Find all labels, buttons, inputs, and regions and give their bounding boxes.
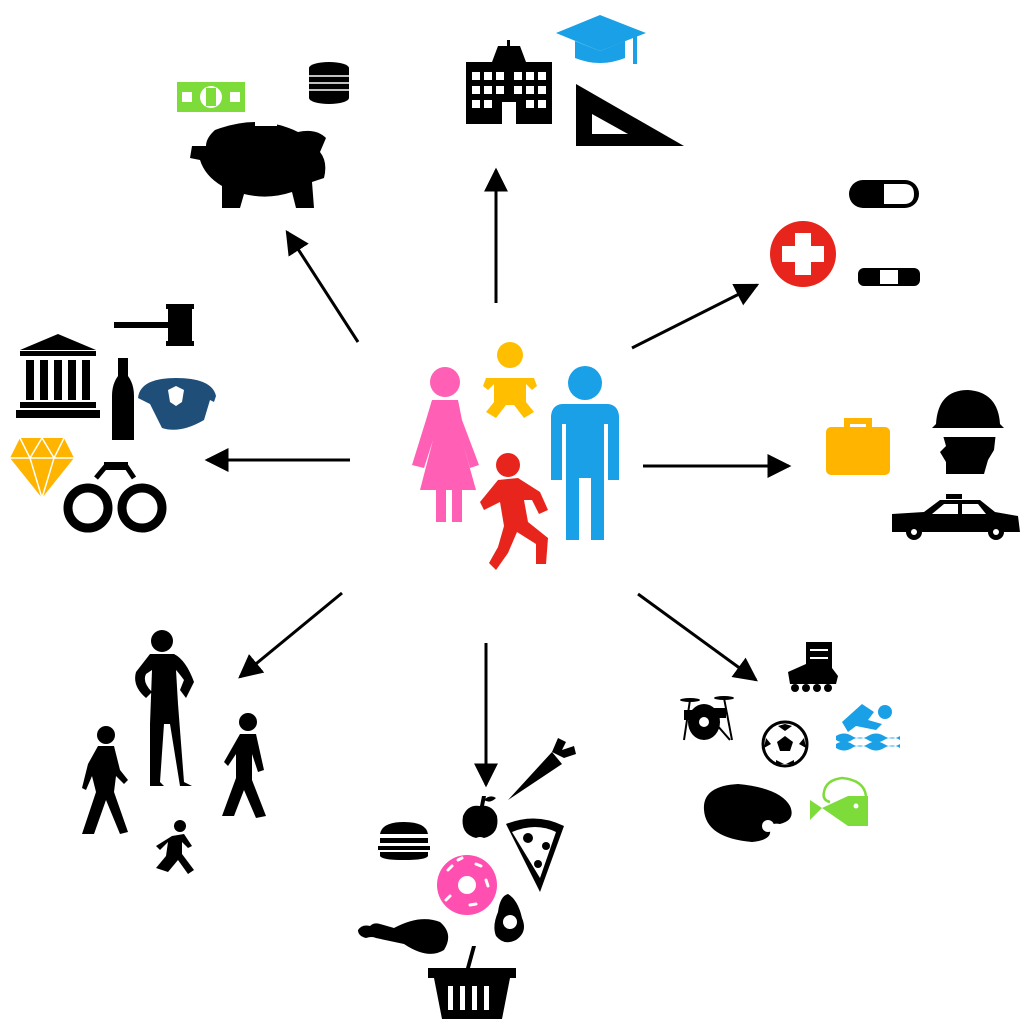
woman-icon <box>412 367 479 522</box>
arrow-to-health <box>631 283 760 350</box>
finance-cluster <box>177 62 349 208</box>
briefcase-icon <box>826 418 890 475</box>
work-cluster <box>826 390 1020 540</box>
arrow-to-leisure <box>637 592 758 682</box>
man-icon <box>551 366 619 540</box>
arrows <box>204 167 792 788</box>
people-cluster <box>82 630 266 874</box>
set-square-icon <box>576 84 684 146</box>
school-building-icon <box>466 40 552 124</box>
soccer-ball-icon <box>761 720 809 768</box>
chicken-leg-icon <box>358 919 449 954</box>
piggy-bank-icon <box>190 121 326 208</box>
leisure-cluster <box>680 642 900 842</box>
shopping-basket-icon <box>428 946 516 1019</box>
food-cluster <box>358 738 576 1019</box>
pizza-slice-icon <box>506 818 564 892</box>
swimmer-icon <box>836 704 900 751</box>
burger-icon <box>378 822 430 860</box>
handcuffs-icon <box>63 462 167 533</box>
fishing-icon <box>810 776 868 826</box>
graduation-cap-icon <box>556 15 646 64</box>
apple-icon <box>462 796 498 838</box>
child-running-icon <box>156 820 194 874</box>
diamond-icon <box>10 436 74 499</box>
education-cluster <box>466 15 684 146</box>
hard-hat-worker-icon <box>932 390 1004 474</box>
paint-palette-icon <box>703 784 792 842</box>
capsule-icon <box>849 180 919 208</box>
donut-icon <box>437 855 497 915</box>
gavel-icon <box>114 304 194 346</box>
roller-skate-icon <box>788 642 838 692</box>
law-cluster <box>10 304 216 533</box>
medical-cross-icon <box>770 221 836 287</box>
arrow-to-people <box>238 591 343 679</box>
police-car-icon <box>892 494 1020 540</box>
police-cap-icon <box>138 378 216 430</box>
arrow-to-finance <box>285 229 360 343</box>
woman-silhouette-icon <box>135 630 194 786</box>
bottle-icon <box>112 358 134 440</box>
girl-walking-icon <box>82 726 128 834</box>
courthouse-icon <box>16 334 100 418</box>
health-cluster <box>770 180 920 287</box>
bandage-icon <box>858 268 920 286</box>
baby-icon <box>483 342 537 418</box>
running-child-icon <box>480 453 548 570</box>
center-family <box>412 342 619 570</box>
cash-icon <box>177 82 245 112</box>
carrot-icon <box>508 738 576 800</box>
man-walking-icon <box>222 713 266 818</box>
coin-stack-icon <box>309 62 349 104</box>
avocado-icon <box>494 894 524 943</box>
drum-kit-icon <box>680 696 734 741</box>
